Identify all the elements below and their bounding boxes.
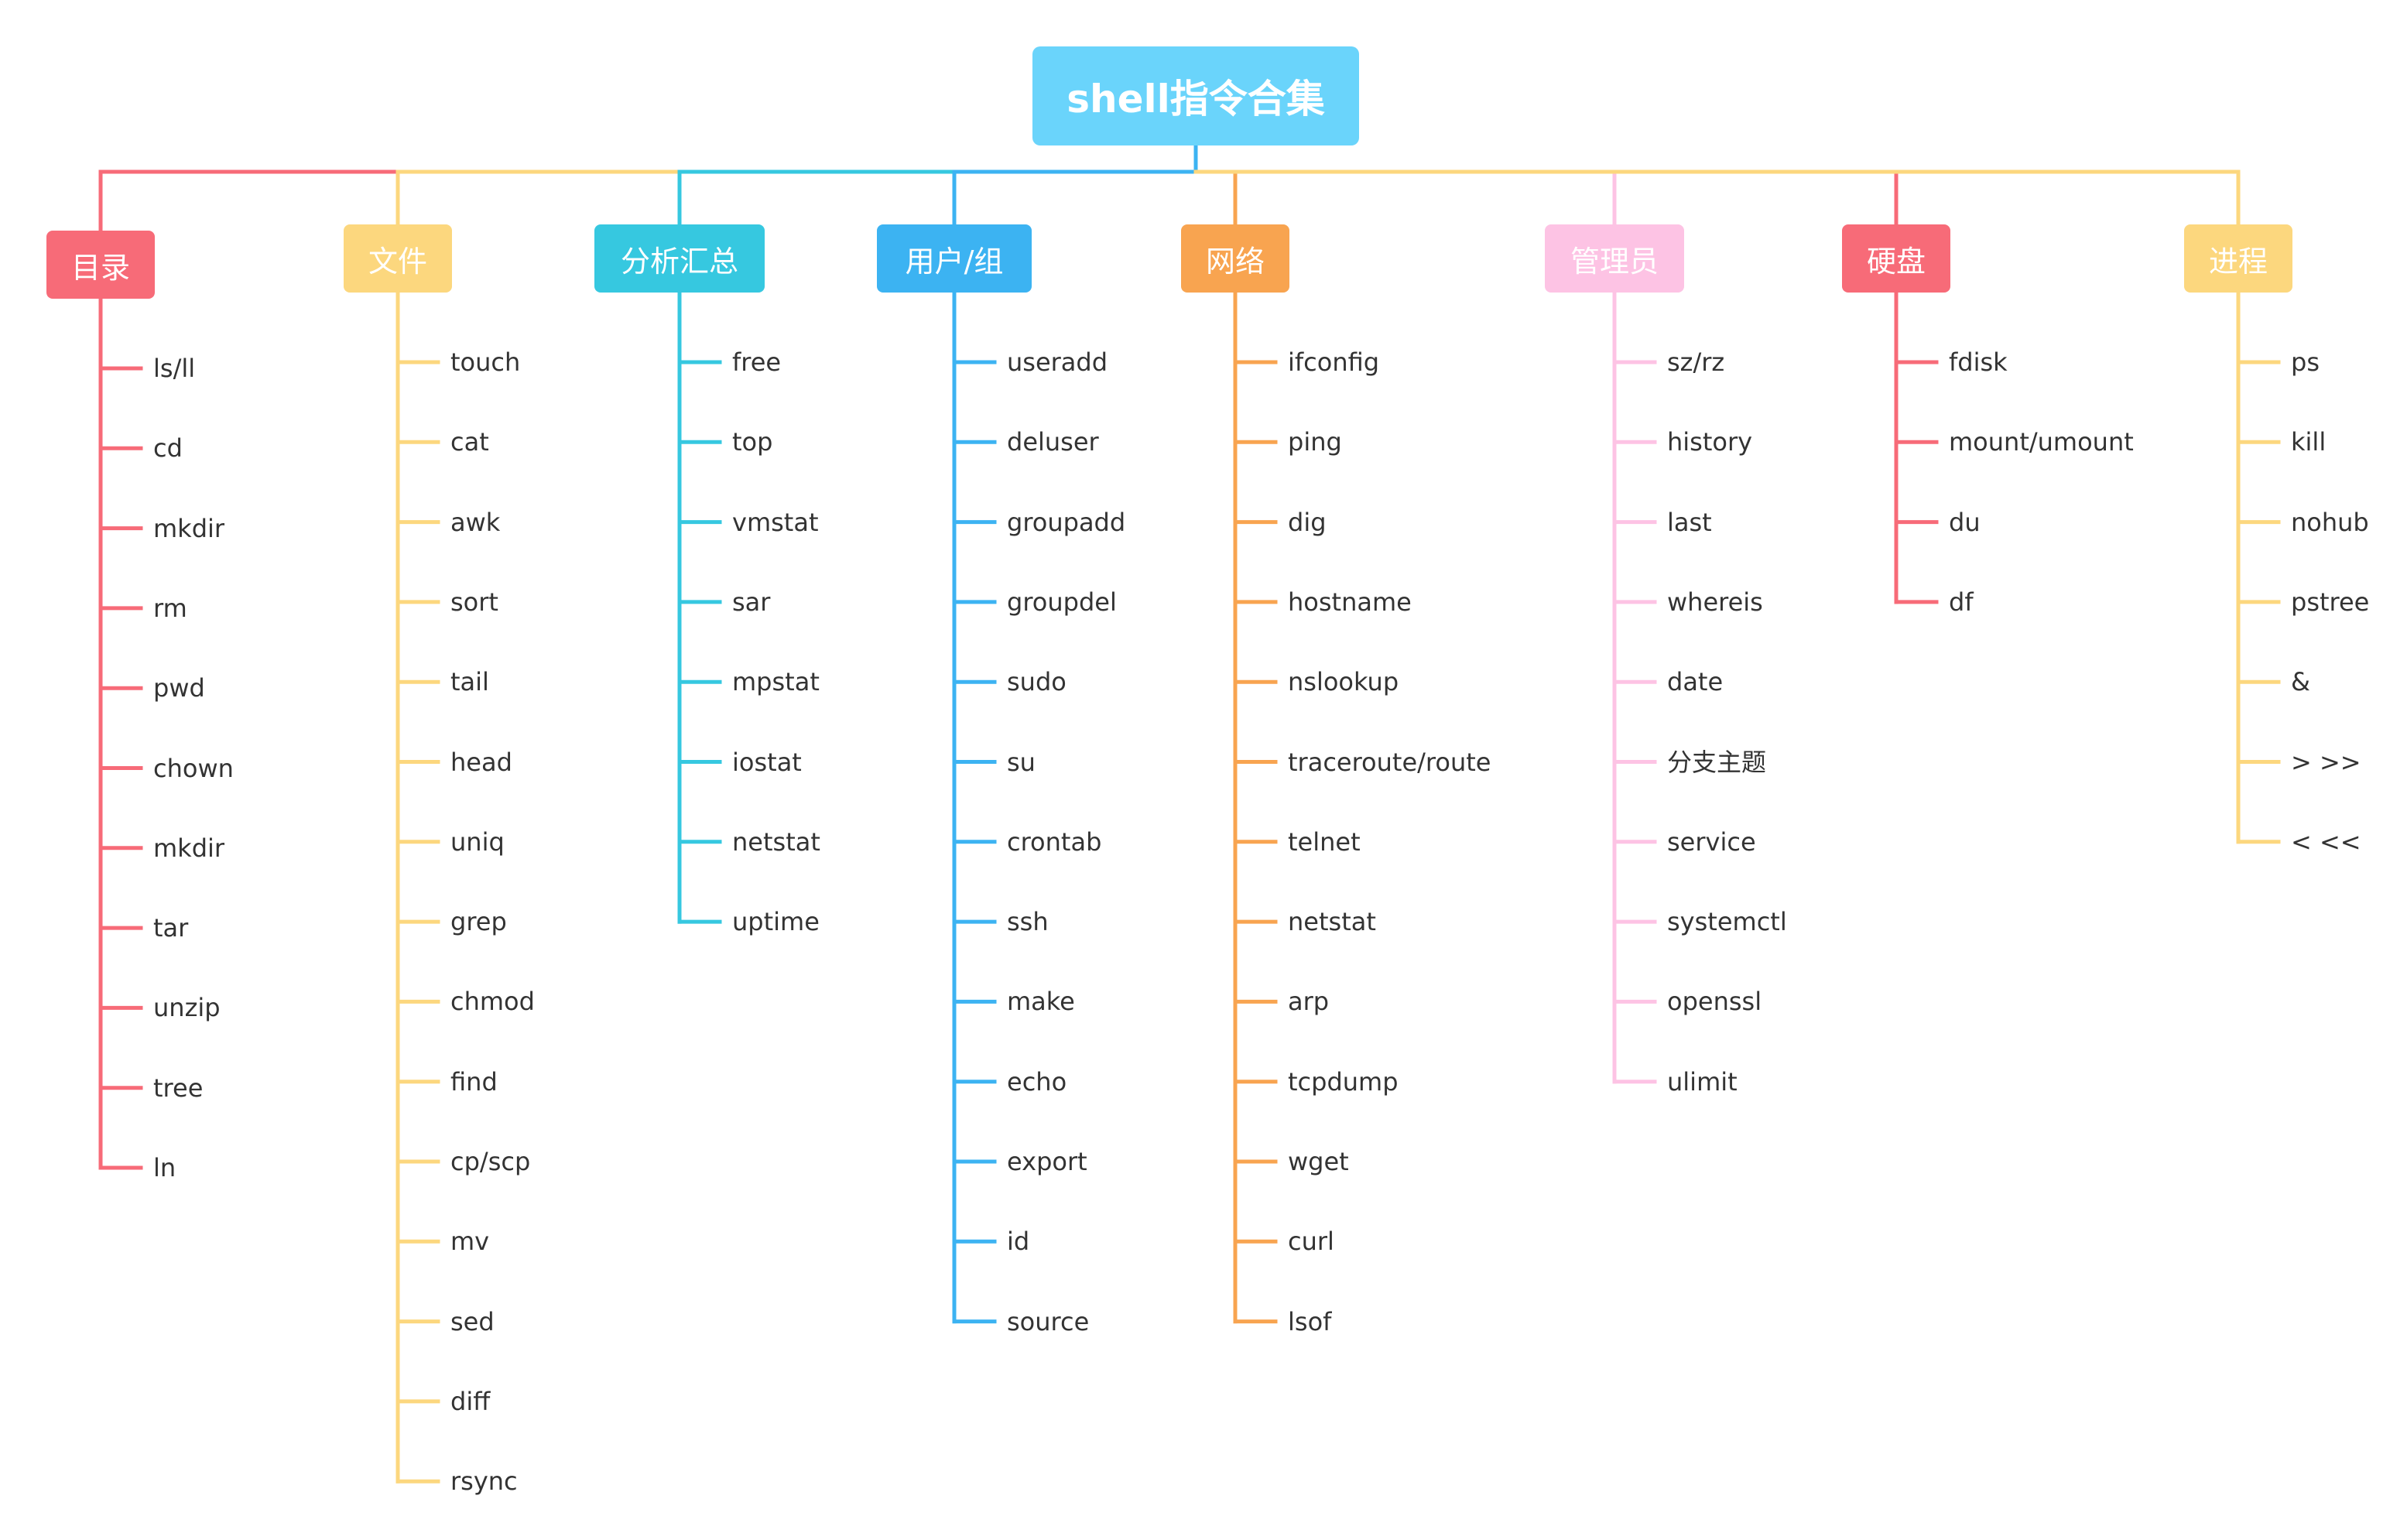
command-item[interactable]: make — [1007, 987, 1075, 1017]
category-node[interactable]: 用户/组 — [877, 224, 1032, 293]
command-item[interactable]: mv — [450, 1227, 490, 1257]
command-item[interactable]: telnet — [1288, 826, 1361, 857]
command-item[interactable]: systemctl — [1667, 907, 1787, 937]
command-item[interactable]: uniq — [450, 826, 505, 857]
command-item[interactable]: awk — [450, 507, 501, 537]
command-item[interactable]: grep — [450, 907, 507, 937]
command-item[interactable]: hostname — [1288, 587, 1412, 617]
command-item[interactable]: id — [1007, 1227, 1030, 1257]
command-item[interactable]: ssh — [1007, 907, 1049, 937]
category-node[interactable]: 网络 — [1181, 224, 1289, 293]
command-item[interactable]: nslookup — [1288, 667, 1399, 697]
command-item[interactable]: cd — [153, 433, 183, 464]
command-item[interactable]: pstree — [2291, 587, 2370, 617]
command-item[interactable]: head — [450, 747, 512, 777]
command-item[interactable]: source — [1007, 1306, 1090, 1336]
command-item[interactable]: ping — [1288, 427, 1342, 457]
command-item[interactable]: df — [1949, 587, 1974, 617]
command-item[interactable]: pwd — [153, 673, 205, 703]
command-item[interactable]: sed — [450, 1306, 495, 1336]
command-item[interactable]: cp/scp — [450, 1147, 531, 1176]
command-item[interactable]: ln — [153, 1153, 176, 1182]
command-item[interactable]: history — [1667, 427, 1753, 457]
command-item[interactable]: mount/umount — [1949, 427, 2134, 457]
category-node[interactable]: 文件 — [344, 224, 452, 293]
command-item[interactable]: fdisk — [1949, 347, 2008, 377]
command-item[interactable]: > >> — [2291, 747, 2361, 777]
command-item[interactable]: < << — [2291, 826, 2361, 857]
command-item[interactable]: ifconfig — [1288, 347, 1380, 377]
root-topic[interactable]: shell指令合集 — [1032, 46, 1359, 145]
command-item[interactable]: groupdel — [1007, 587, 1117, 617]
command-item[interactable]: netstat — [1288, 907, 1376, 937]
command-item[interactable]: tcpdump — [1288, 1066, 1399, 1097]
command-item[interactable]: ulimit — [1667, 1066, 1738, 1097]
command-item[interactable]: kill — [2291, 427, 2327, 457]
command-item[interactable]: deluser — [1007, 427, 1099, 457]
command-item[interactable]: du — [1949, 507, 1981, 537]
command-item[interactable]: arp — [1288, 987, 1330, 1017]
command-item[interactable]: chmod — [450, 987, 535, 1017]
command-item[interactable]: vmstat — [732, 507, 819, 537]
command-item[interactable]: useradd — [1007, 347, 1108, 377]
command-item[interactable]: lsof — [1288, 1306, 1332, 1336]
command-item[interactable]: mpstat — [732, 667, 820, 697]
command-item[interactable]: mkdir — [153, 513, 225, 543]
command-item[interactable]: ps — [2291, 347, 2320, 377]
command-item[interactable]: ls/ll — [153, 354, 196, 383]
category-node[interactable]: 管理员 — [1545, 224, 1684, 293]
command-item[interactable]: rm — [153, 593, 187, 623]
command-item[interactable]: sz/rz — [1667, 347, 1725, 377]
command-item[interactable]: free — [732, 347, 782, 377]
command-item[interactable]: last — [1667, 507, 1712, 537]
category-node[interactable]: 硬盘 — [1842, 224, 1950, 293]
command-item[interactable]: 分支主题 — [1667, 747, 1767, 777]
command-item[interactable]: find — [450, 1066, 498, 1097]
command-item[interactable]: dig — [1288, 507, 1327, 537]
command-item[interactable]: curl — [1288, 1227, 1334, 1257]
command-item[interactable]: echo — [1007, 1066, 1067, 1097]
command-item[interactable]: tar — [153, 913, 189, 943]
command-item[interactable]: sudo — [1007, 667, 1067, 697]
command-item[interactable]: tree — [153, 1073, 204, 1103]
command-item[interactable]: nohub — [2291, 507, 2369, 537]
command-item[interactable]: date — [1667, 667, 1724, 697]
command-item[interactable]: tail — [450, 667, 489, 697]
command-item[interactable]: traceroute/route — [1288, 747, 1491, 777]
command-item[interactable]: openssl — [1667, 987, 1762, 1017]
category-node[interactable]: 进程 — [2184, 224, 2292, 293]
command-item[interactable]: whereis — [1667, 587, 1763, 617]
command-item[interactable]: uptime — [732, 907, 820, 937]
command-item[interactable]: rsync — [450, 1466, 518, 1497]
command-item[interactable]: cat — [450, 427, 489, 457]
command-item[interactable]: su — [1007, 747, 1036, 777]
command-item[interactable]: & — [2291, 667, 2310, 697]
category-node[interactable]: 目录 — [46, 231, 155, 299]
command-item[interactable]: service — [1667, 826, 1756, 857]
command-item[interactable]: touch — [450, 347, 521, 377]
command-item[interactable]: crontab — [1007, 826, 1102, 857]
command-item[interactable]: diff — [450, 1386, 491, 1416]
category-node[interactable]: 分析汇总 — [594, 224, 765, 293]
command-item[interactable]: netstat — [732, 826, 820, 857]
command-item[interactable]: top — [732, 427, 773, 457]
command-item[interactable]: sort — [450, 587, 498, 617]
command-item[interactable]: unzip — [153, 993, 221, 1023]
command-item[interactable]: mkdir — [153, 833, 225, 863]
command-item[interactable]: export — [1007, 1147, 1087, 1176]
command-item[interactable]: iostat — [732, 747, 802, 777]
command-item[interactable]: chown — [153, 753, 234, 783]
command-item[interactable]: wget — [1288, 1147, 1349, 1176]
command-item[interactable]: sar — [732, 587, 771, 617]
command-item[interactable]: groupadd — [1007, 507, 1126, 537]
